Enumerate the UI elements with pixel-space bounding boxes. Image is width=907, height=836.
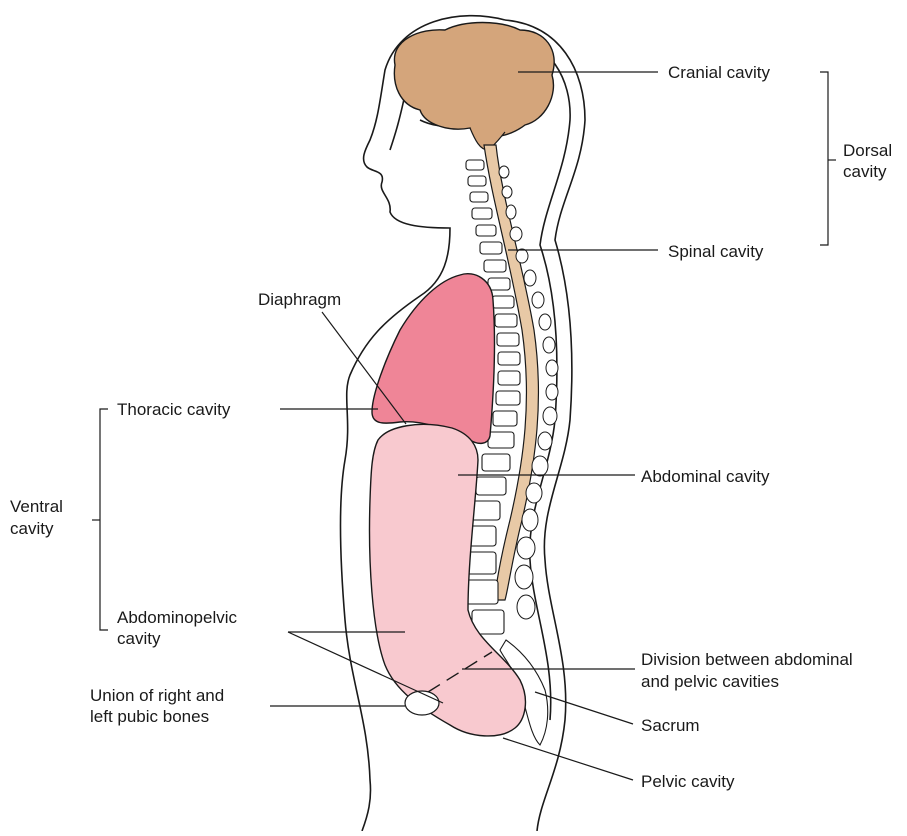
label-ventral-line2: cavity xyxy=(10,518,53,539)
dorsal-bracket xyxy=(820,72,828,245)
label-ventral-line1: Ventral xyxy=(10,496,63,517)
label-spinal-cavity: Spinal cavity xyxy=(668,241,763,262)
label-cranial-cavity: Cranial cavity xyxy=(668,62,770,83)
label-sacrum: Sacrum xyxy=(641,715,700,736)
label-dorsal-line1: Dorsal xyxy=(843,140,892,161)
label-pubic-line1: Union of right and xyxy=(90,685,224,706)
label-pubic-line2: left pubic bones xyxy=(90,706,209,727)
leader-pelvic xyxy=(503,738,633,780)
ventral-bracket xyxy=(100,409,108,630)
label-division-line1: Division between abdominal xyxy=(641,649,853,670)
label-division-line2: and pelvic cavities xyxy=(641,671,779,692)
label-abdominopelvic-line2: cavity xyxy=(117,628,160,649)
label-abdominopelvic-line1: Abdominopelvic xyxy=(117,607,237,628)
label-abdominal-cavity: Abdominal cavity xyxy=(641,466,770,487)
pubic-bone xyxy=(405,691,439,715)
label-diaphragm: Diaphragm xyxy=(258,289,341,310)
brain-cranial-cavity xyxy=(394,23,554,137)
label-dorsal-line2: cavity xyxy=(843,161,886,182)
thoracic-cavity-lung xyxy=(372,274,494,444)
label-thoracic-cavity: Thoracic cavity xyxy=(117,399,230,420)
label-pelvic-cavity: Pelvic cavity xyxy=(641,771,735,792)
